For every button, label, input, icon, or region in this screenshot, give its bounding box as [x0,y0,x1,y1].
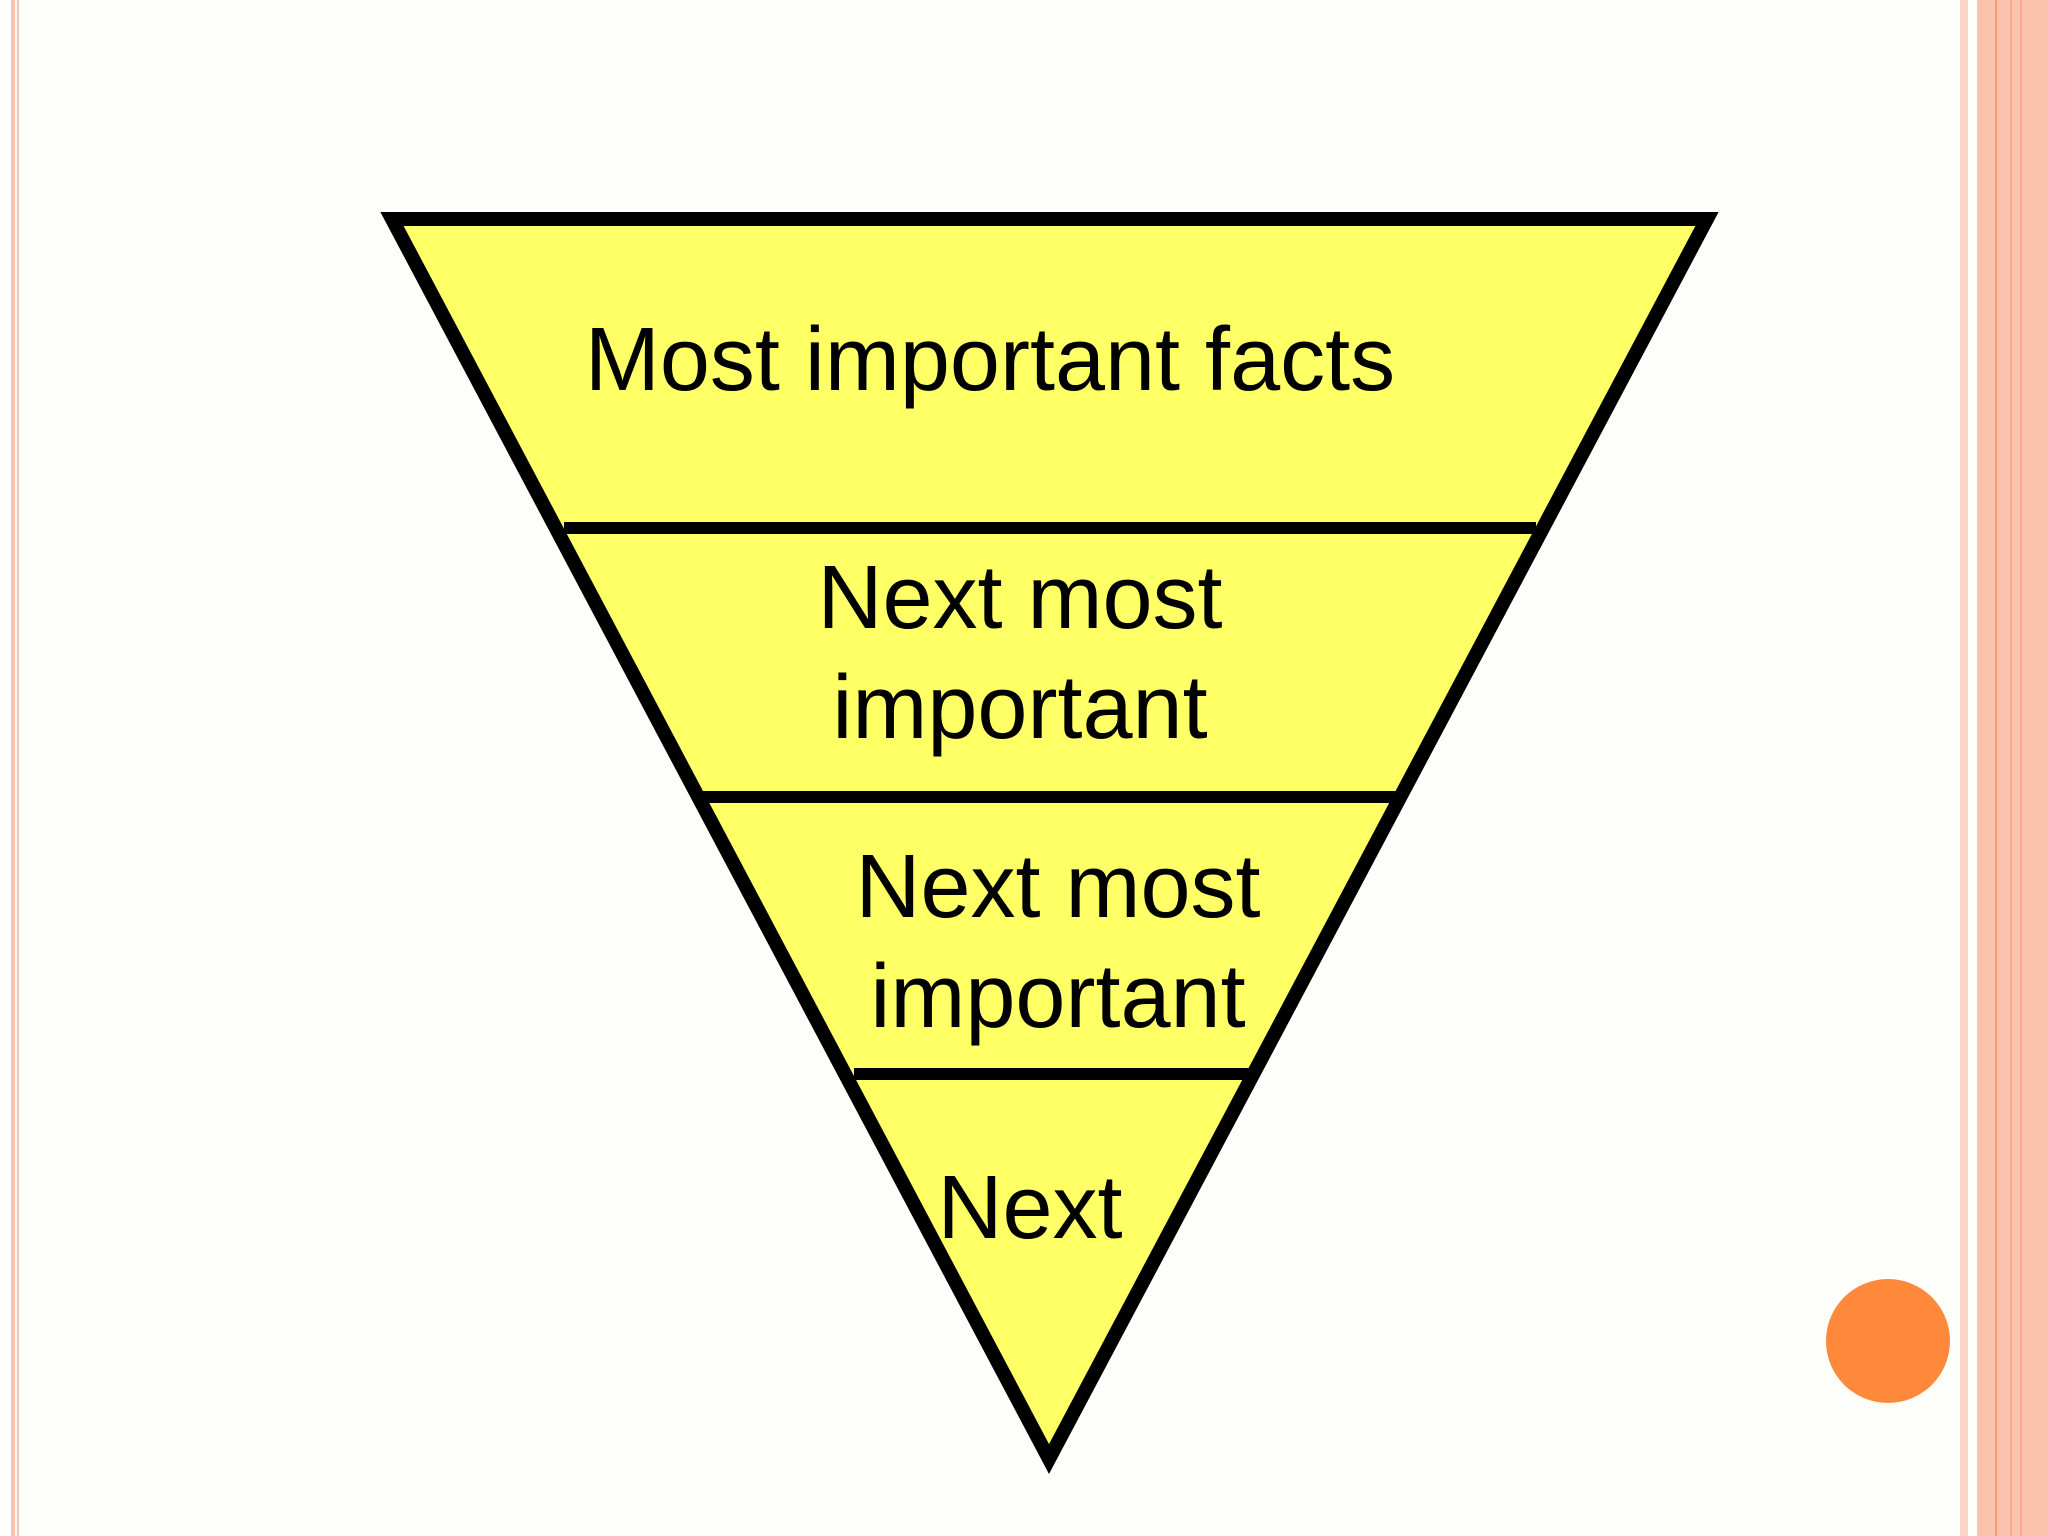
right-border-stripe [1977,0,1995,1536]
level-2-label-line-2: important [832,658,1208,758]
right-border-stripe [1960,0,1968,1536]
level-4-label: Next [937,1158,1123,1258]
orange-circle-decoration [1826,1279,1950,1403]
right-border-line [2020,0,2022,1536]
level-2-label-line-1: Next most [817,548,1223,648]
right-border-line [1995,0,1997,1536]
right-border-stripe [1997,0,2048,1536]
left-border-stripe [11,0,15,1536]
level-3-label-line-1: Next most [855,837,1261,937]
level-3-label-line-2: important [870,947,1246,1047]
left-border-stripe-thin [17,0,19,1536]
right-border-line [2010,0,2012,1536]
level-1-label: Most important facts [584,310,1396,410]
